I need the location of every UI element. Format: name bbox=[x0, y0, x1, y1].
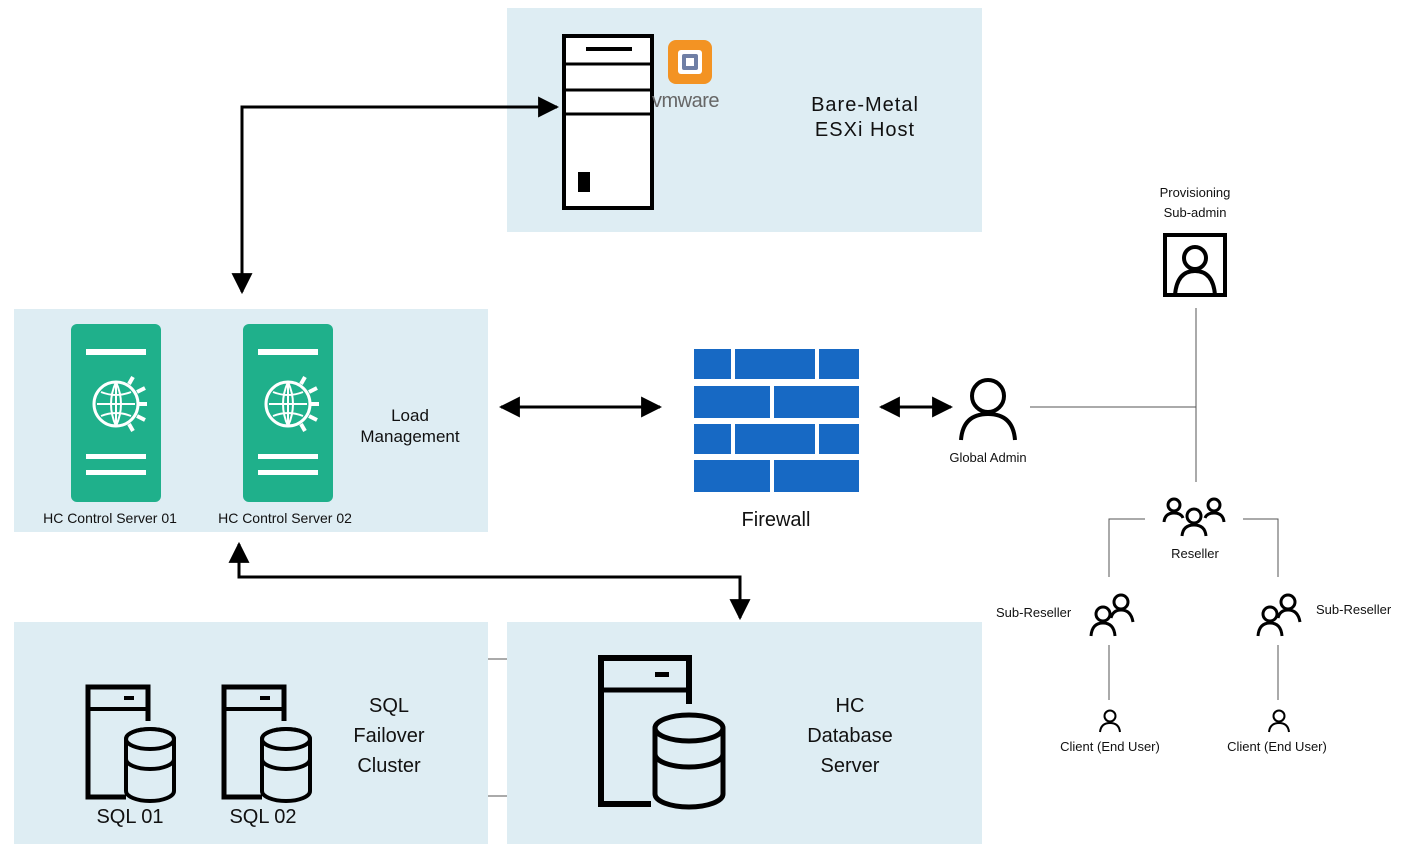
control-server-02-label: HC Control Server 02 bbox=[218, 510, 352, 526]
firewall-label: Firewall bbox=[741, 509, 811, 531]
server-tower-icon bbox=[562, 34, 654, 210]
reseller-label: Reseller bbox=[1171, 546, 1219, 561]
sql-label-line3: Cluster bbox=[357, 755, 421, 777]
db-label-line1: HC bbox=[835, 695, 865, 717]
esxi-label: Bare-Metal ESXi Host bbox=[790, 93, 940, 143]
control-server-icon bbox=[243, 324, 333, 502]
esxi-link-arrow bbox=[231, 96, 560, 295]
db-label-line3: Server bbox=[820, 755, 880, 777]
client-icon bbox=[1268, 709, 1290, 733]
control-server-icon bbox=[71, 324, 161, 502]
vmware-logo-text: vmware bbox=[652, 90, 720, 112]
load-label-line2: Management bbox=[360, 427, 460, 446]
db-server-label: HC Database Server bbox=[790, 691, 910, 781]
global-admin-label: Global Admin bbox=[949, 450, 1027, 465]
load-management-label: Load Management bbox=[345, 405, 475, 447]
db-link-arrow bbox=[228, 541, 751, 621]
user-icon bbox=[959, 378, 1017, 441]
sub-reseller-left-label: Sub-Reseller bbox=[996, 605, 1072, 620]
hierarchy-lines bbox=[1030, 308, 1279, 700]
load-label-line1: Load bbox=[391, 406, 429, 425]
database-server-icon bbox=[221, 684, 312, 803]
sql-label-line1: SQL bbox=[368, 695, 410, 717]
database-server-icon bbox=[85, 684, 176, 803]
firewall-icon bbox=[694, 349, 859, 492]
esxi-label-line1: Bare-Metal bbox=[811, 94, 919, 116]
client-right-label: Client (End User) bbox=[1227, 739, 1327, 754]
db-server-panel bbox=[507, 622, 982, 844]
client-icon bbox=[1099, 709, 1121, 733]
sql-02-label: SQL 02 bbox=[229, 806, 297, 828]
sql-cluster-label: SQL Failover Cluster bbox=[330, 691, 448, 781]
admin-user-icon bbox=[1163, 233, 1227, 297]
database-server-icon bbox=[598, 655, 726, 810]
db-label-line2: Database bbox=[807, 725, 893, 747]
sql-cluster-panel bbox=[14, 622, 488, 844]
group-icon bbox=[1162, 497, 1226, 537]
subgroup-icon bbox=[1256, 593, 1302, 637]
client-left-label: Client (End User) bbox=[1060, 739, 1160, 754]
control-server-01-label: HC Control Server 01 bbox=[43, 510, 177, 526]
sql-01-label: SQL 01 bbox=[96, 806, 164, 828]
vmware-logo-icon: vmware bbox=[652, 36, 730, 116]
sql-label-line2: Failover bbox=[353, 725, 425, 747]
subgroup-icon bbox=[1089, 593, 1135, 637]
provisioning-line2: Sub-admin bbox=[1163, 205, 1227, 220]
provisioning-line1: Provisioning bbox=[1159, 185, 1231, 200]
esxi-label-line2: ESXi Host bbox=[814, 119, 916, 141]
sub-reseller-right-label: Sub-Reseller bbox=[1316, 602, 1392, 617]
provisioning-label: Provisioning Sub-admin bbox=[1135, 183, 1255, 223]
